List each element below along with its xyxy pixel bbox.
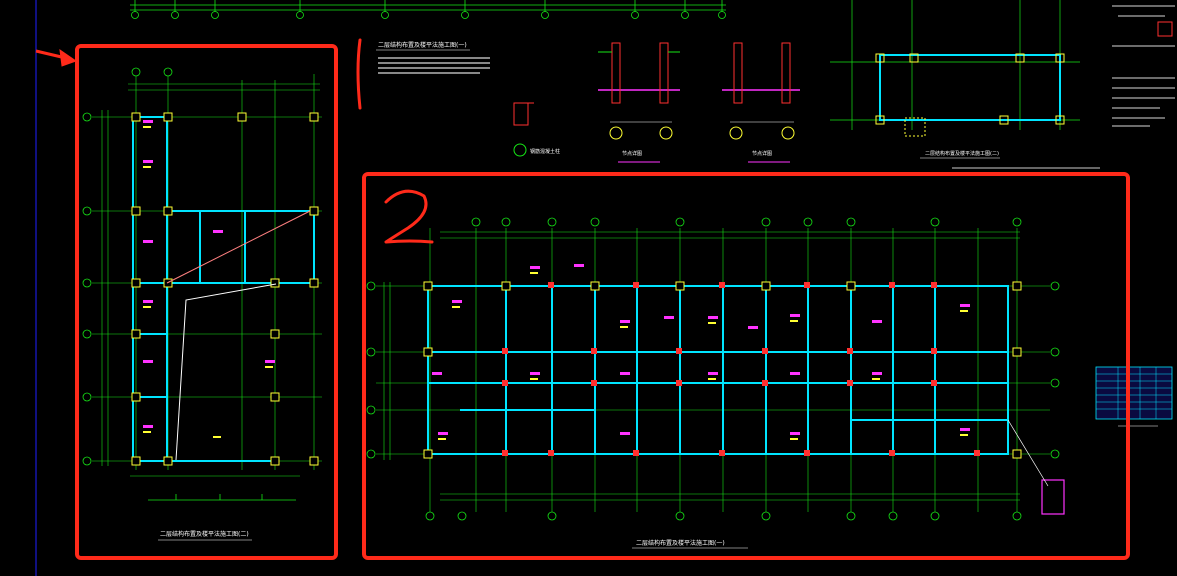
- markup-box-2[interactable]: [362, 172, 1130, 560]
- markup-layer: 1 2: [35, 38, 1130, 560]
- top-right-plan: 二层结构布置及楼平法施工图(二): [830, 0, 1175, 174]
- main-plan-drawing: 二层结构布置及楼平法施工图(一): [366, 217, 1173, 549]
- markup-number-1: [356, 38, 362, 110]
- section-1-title: 节点详图: [622, 150, 642, 157]
- top-strip-plan: [130, 0, 726, 19]
- note-title: 二层结构布置及楼平法施工图(一): [378, 41, 467, 49]
- section-detail-2: 节点详图: [722, 42, 800, 163]
- schedule-table: [1095, 366, 1173, 427]
- left-plan-drawing: 二层结构布置及楼平法施工图(二): [82, 67, 322, 541]
- section-2-title: 节点详图: [752, 150, 772, 157]
- markup-number-2: [384, 189, 434, 244]
- arrow-icon: [35, 48, 78, 67]
- section-detail-1: 节点详图: [598, 42, 680, 163]
- left-plan-title: 二层结构布置及楼平法施工图(二): [160, 530, 249, 538]
- main-plan-title: 二层结构布置及楼平法施工图(一): [636, 539, 725, 547]
- top-note-block: 二层结构布置及楼平法施工图(一) 钢筋混凝土柱: [376, 41, 560, 157]
- markup-box-1[interactable]: [75, 44, 338, 560]
- top-right-title: 二层结构布置及楼平法施工图(二): [925, 150, 999, 157]
- legend-label: 钢筋混凝土柱: [530, 148, 560, 155]
- circle-marker-icon: [513, 143, 527, 157]
